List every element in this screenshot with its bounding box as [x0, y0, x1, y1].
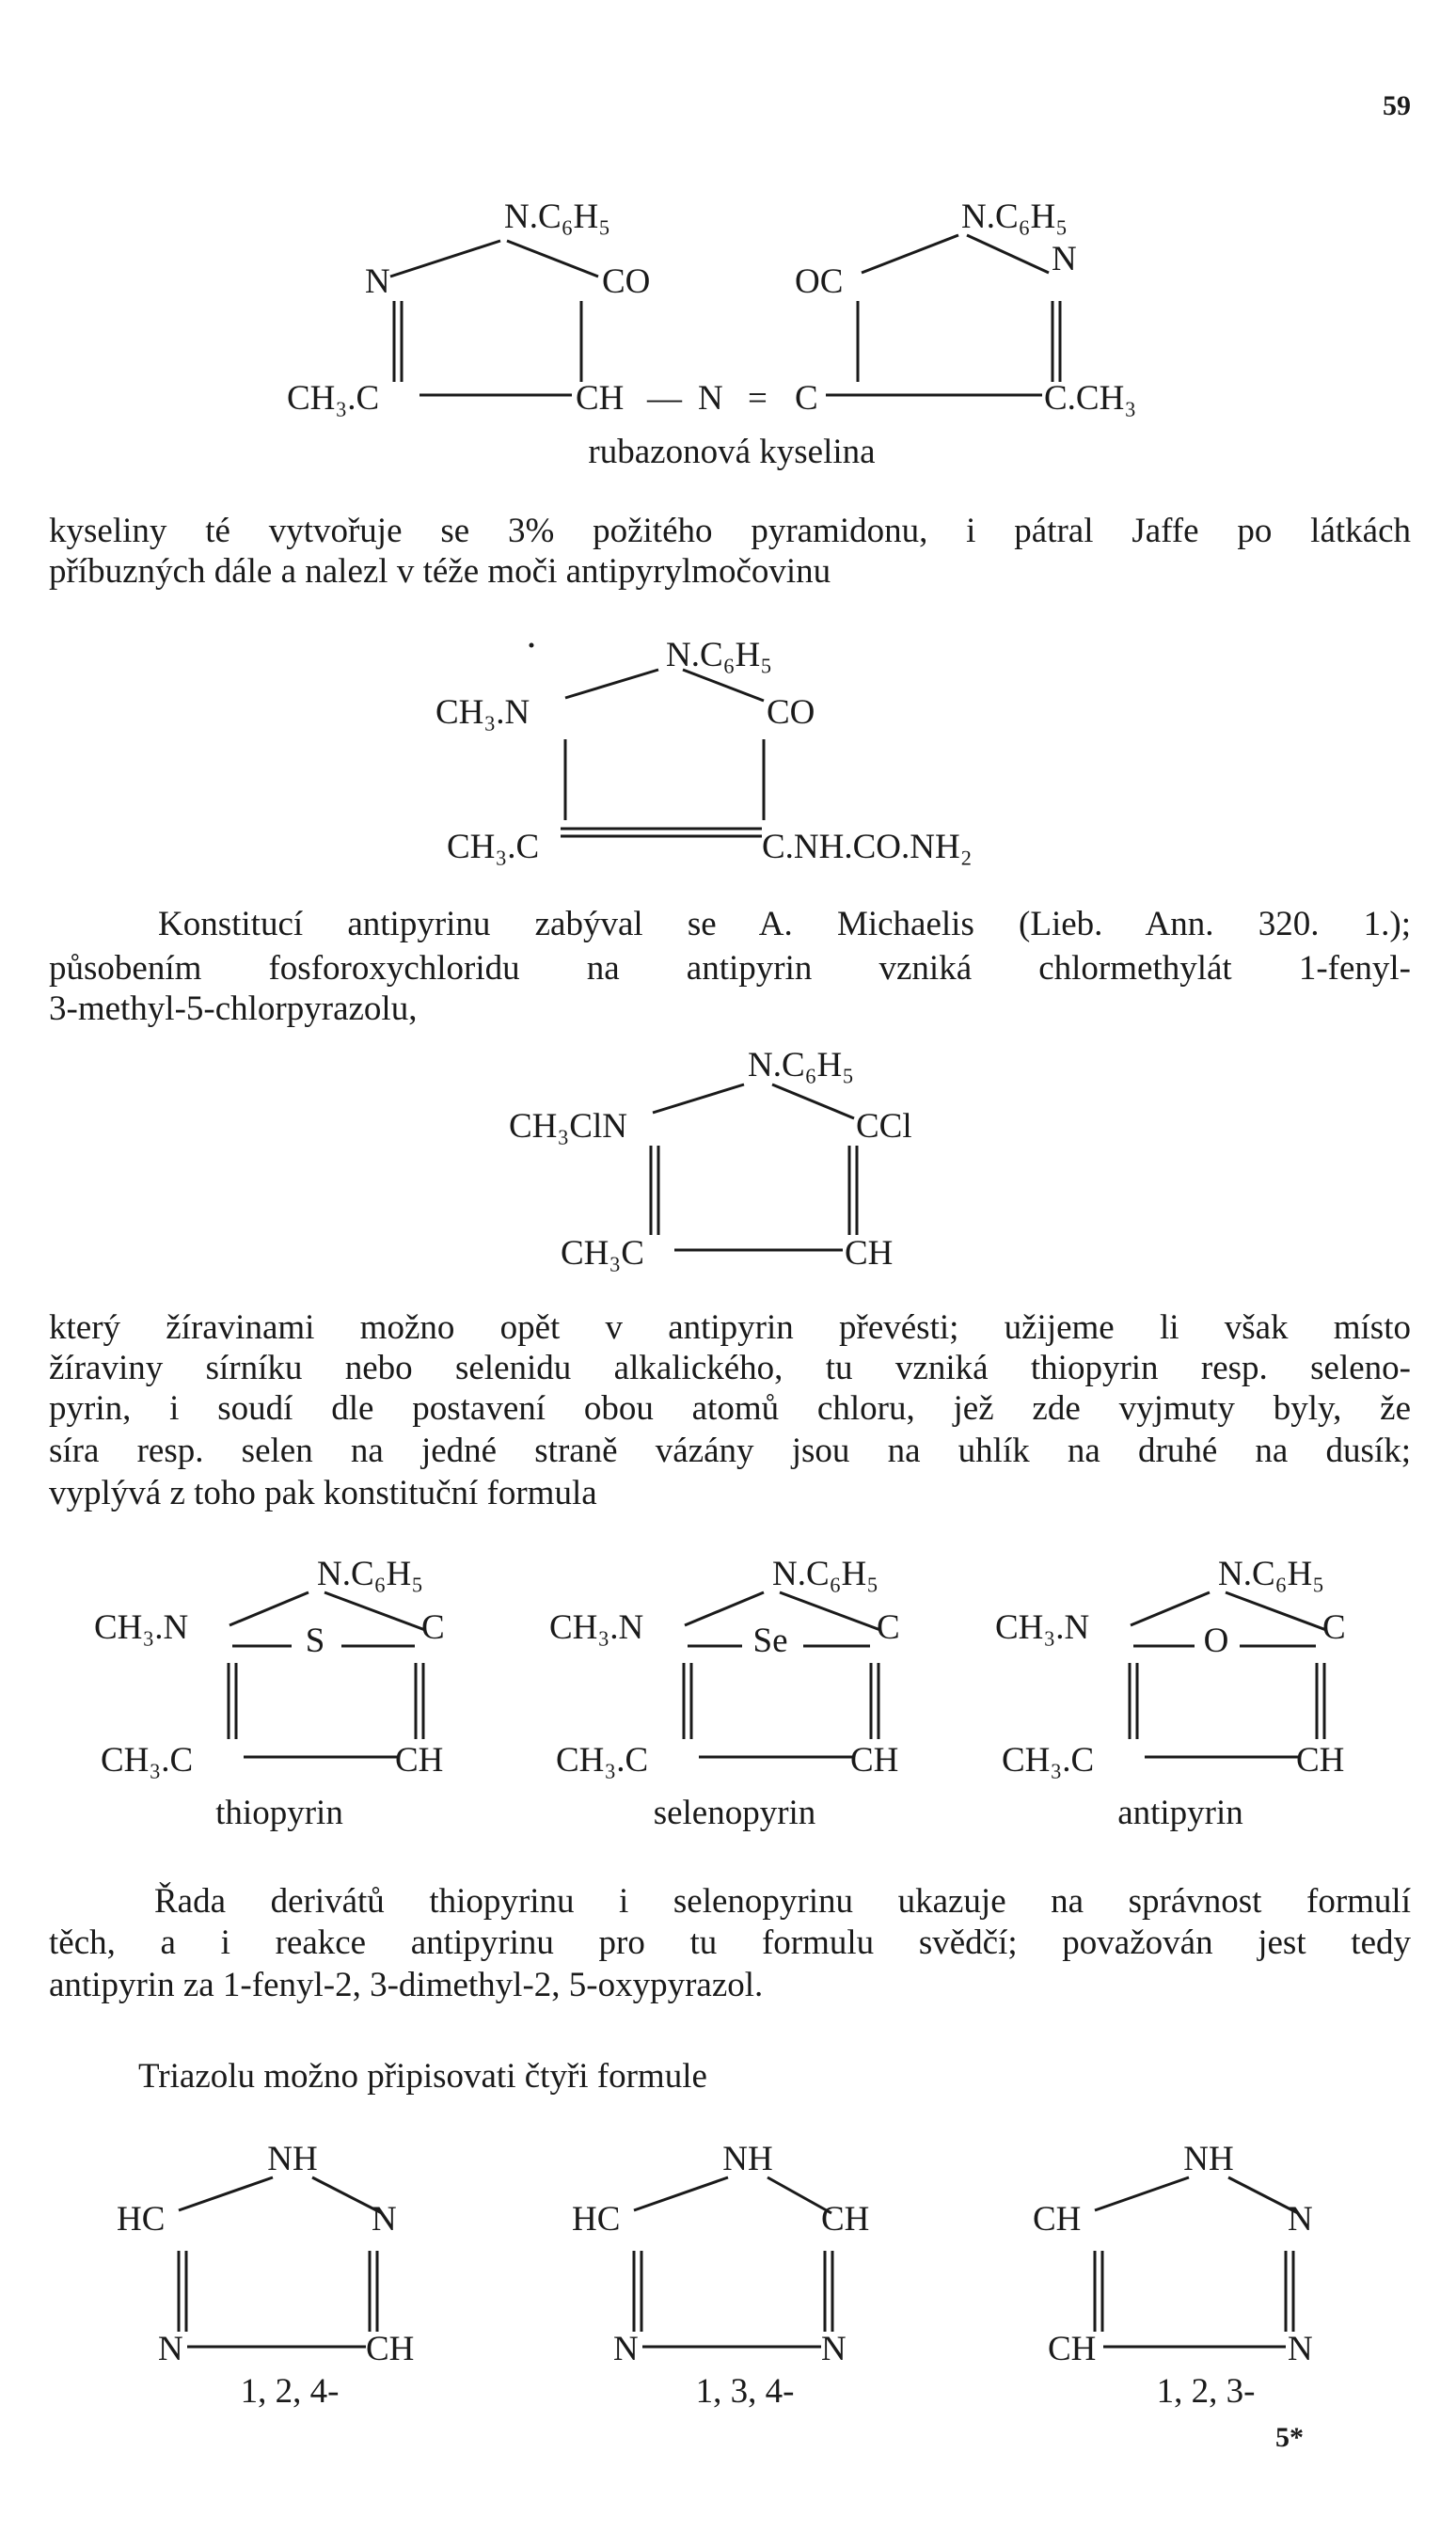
atom-label: CH₃.C [556, 1741, 648, 1780]
triazole-134-formula: NH HC CH N N 1, 3, 4- [572, 2140, 869, 2411]
triazole-123-formula: NH CH N CH N 1, 2, 3- [1033, 2140, 1313, 2411]
atom-label: N.C₆H₅ [317, 1555, 423, 1593]
antipyrylurea-formula: N.C₆H₅ CH₃.N CO CH₃.C C.NH.CO.NH₂ [435, 636, 973, 866]
atom-label: NH [722, 2140, 772, 2178]
atom-label: N [372, 2200, 397, 2239]
atom-label: CH₃.N [94, 1608, 188, 1647]
atom-label: CH₃.C [287, 379, 379, 418]
atom-label: CH [366, 2330, 414, 2368]
text-line: síra resp. selen na jedné straně vázány … [49, 1432, 1411, 1470]
atom-label: CO [602, 262, 650, 301]
text-line: žíraviny sírníku nebo selenidu alkalické… [49, 1349, 1411, 1387]
formula-caption: rubazonová kyselina [588, 433, 875, 471]
atom-label: CH₃.C [447, 828, 539, 866]
formula-caption: thiopyrin [215, 1794, 343, 1832]
rubazonic-acid-formula: N.C₆H₅ N CO CH₃.C CH — N = C OC N.C₆H₅ N… [287, 198, 1136, 471]
text-line: Řada derivátů thiopyrinu i selenopyrinu … [154, 1882, 1411, 1921]
atom-label: HC [572, 2200, 620, 2239]
atom-label: CH [850, 1741, 898, 1780]
atom-label: C.CH₃ [1044, 379, 1136, 418]
atom-label: C [795, 379, 818, 418]
atom-label: CH₃.C [1002, 1741, 1094, 1780]
atom-label: N [1288, 2330, 1313, 2368]
atom-label: N.C₆H₅ [666, 636, 772, 674]
text-line: který žíravinami možno opět v antipyrin … [49, 1308, 1411, 1347]
atom-label: N [821, 2330, 847, 2368]
atom-label: N [1288, 2200, 1313, 2239]
text-line: kyseliny té vytvořuje se 3% požitého pyr… [49, 512, 1411, 550]
text-line: vyplývá z toho pak konstituční formula [49, 1474, 597, 1512]
atom-label: NH [1183, 2140, 1233, 2178]
text-line: Triazolu možno připisovati čtyři formule [138, 2057, 707, 2096]
atom-label: CH [821, 2200, 869, 2239]
atom-label: CH [1033, 2200, 1081, 2239]
atom-label: N [365, 262, 390, 301]
formula-caption: 1, 2, 3- [1157, 2372, 1256, 2411]
text-line: těch, a i reakce antipyrinu pro tu formu… [49, 1923, 1411, 1962]
atom-label: OC [795, 262, 843, 301]
thiopyrin-formula: N.C₆H₅ CH₃.N S C CH₃.C CH thiopyrin [94, 1555, 445, 1832]
atom-label: C [877, 1608, 900, 1647]
hetero-atom: O [1204, 1622, 1229, 1660]
atom-label: CH₃C [561, 1234, 644, 1273]
text-line: příbuzných dále a nalezl v téže moči ant… [49, 552, 831, 591]
hetero-atom: Se [753, 1622, 788, 1660]
formula-caption: antipyrin [1117, 1794, 1243, 1832]
atom-label: CH₃ClN [509, 1107, 627, 1146]
atom-label: N [698, 379, 723, 418]
atom-label: CH₃.N [549, 1608, 643, 1647]
atom-label: CH [576, 379, 624, 418]
atom-label: CH [845, 1234, 893, 1273]
text-line: 3-methyl-5-chlorpyrazolu, [49, 989, 418, 1028]
atom-label: CCl [856, 1107, 912, 1146]
antipyrin-formula: N.C₆H₅ CH₃.N O C CH₃.C CH antipyrin [995, 1555, 1346, 1832]
atom-label: CH₃.N [995, 1608, 1089, 1647]
atom-label: CH [1296, 1741, 1344, 1780]
atom-label: HC [117, 2200, 165, 2239]
text-line: Konstitucí antipyrinu zabýval se A. Mich… [158, 905, 1411, 943]
page-number: 59 [1383, 90, 1411, 121]
atom-label: CH [1048, 2330, 1096, 2368]
signature-mark: 5* [1275, 2422, 1304, 2453]
text-line: působením fosforoxychloridu na antipyrin… [49, 949, 1411, 988]
atom-label: N.C₆H₅ [504, 198, 610, 236]
atom-label: CH₃.C [101, 1741, 193, 1780]
formula-caption: 1, 2, 4- [241, 2372, 340, 2411]
bond-symbol: = [748, 379, 768, 418]
formula-caption: selenopyrin [654, 1794, 816, 1832]
atom-label: C.NH.CO.NH₂ [762, 828, 973, 866]
formula-caption: 1, 3, 4- [696, 2372, 795, 2411]
atom-label: CH [395, 1741, 443, 1780]
atom-label: NH [267, 2140, 317, 2178]
atom-label: C [1322, 1608, 1346, 1647]
atom-label: N.C₆H₅ [961, 198, 1068, 236]
atom-label: C [421, 1608, 445, 1647]
triazole-124-formula: NH HC N N CH 1, 2, 4- [117, 2140, 414, 2411]
chlormethylate-formula: N.C₆H₅ CH₃ClN CCl CH₃C CH [509, 1046, 912, 1273]
atom-label: N [1052, 240, 1077, 278]
text-line: antipyrin za 1-fenyl-2, 3-dimethyl-2, 5-… [49, 1966, 764, 2004]
atom-label: N [613, 2330, 639, 2368]
atom-label: N.C₆H₅ [1218, 1555, 1324, 1593]
selenopyrin-formula: N.C₆H₅ CH₃.N Se C CH₃.C CH selenopyrin [549, 1555, 900, 1832]
hetero-atom: S [306, 1622, 325, 1660]
atom-label: N.C₆H₅ [772, 1555, 878, 1593]
bond-symbol: — [646, 379, 683, 418]
atom-label: CO [767, 693, 815, 732]
atom-label: CH₃.N [435, 693, 530, 732]
text-line: pyrin, i soudí dle postavení obou atomů … [49, 1389, 1411, 1428]
atom-label: N.C₆H₅ [748, 1046, 854, 1084]
atom-label: N [158, 2330, 183, 2368]
